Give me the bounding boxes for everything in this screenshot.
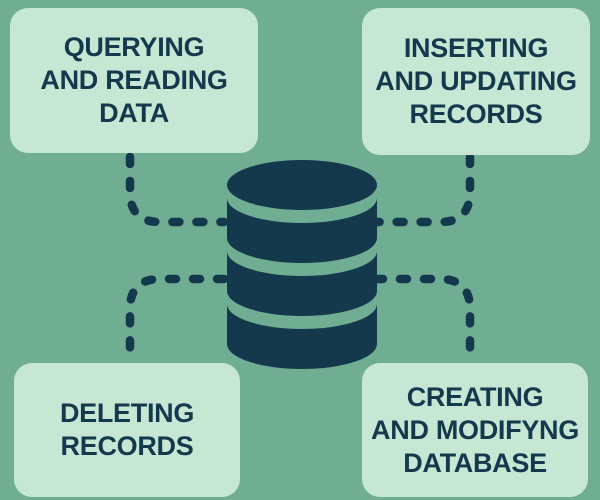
connector-bottom-left: [125, 274, 229, 364]
node-label-line: INSERTING: [403, 33, 549, 63]
node-label-line: QUERYING: [63, 32, 205, 62]
connector-bottom-right: [371, 274, 475, 364]
node-inserting-updating-records: INSERTING AND UPDATING RECORDS: [362, 8, 590, 155]
node-label-line: AND UPDATING: [375, 66, 577, 96]
database-icon: [227, 160, 377, 369]
node-label-line: DATABASE: [403, 447, 547, 478]
node-label-line: CREATING: [406, 381, 544, 412]
connector-top-right: [371, 152, 475, 227]
node-label-line: RECORDS: [409, 99, 543, 129]
node-creating-modifying-database: CREATING AND MODIFYNG DATABASE: [362, 363, 588, 497]
node-label-line: RECORDS: [60, 431, 194, 461]
node-deleting-records: DELETING RECORDS: [14, 363, 240, 497]
connector-top-left: [125, 152, 229, 227]
node-label-line: DATA: [99, 98, 169, 128]
node-querying-reading-data: QUERYING AND READING DATA: [10, 8, 258, 153]
node-label-line: DELETING: [59, 398, 195, 428]
node-label-line: AND MODIFYNG: [371, 414, 579, 445]
node-label-line: AND READING: [40, 65, 228, 95]
